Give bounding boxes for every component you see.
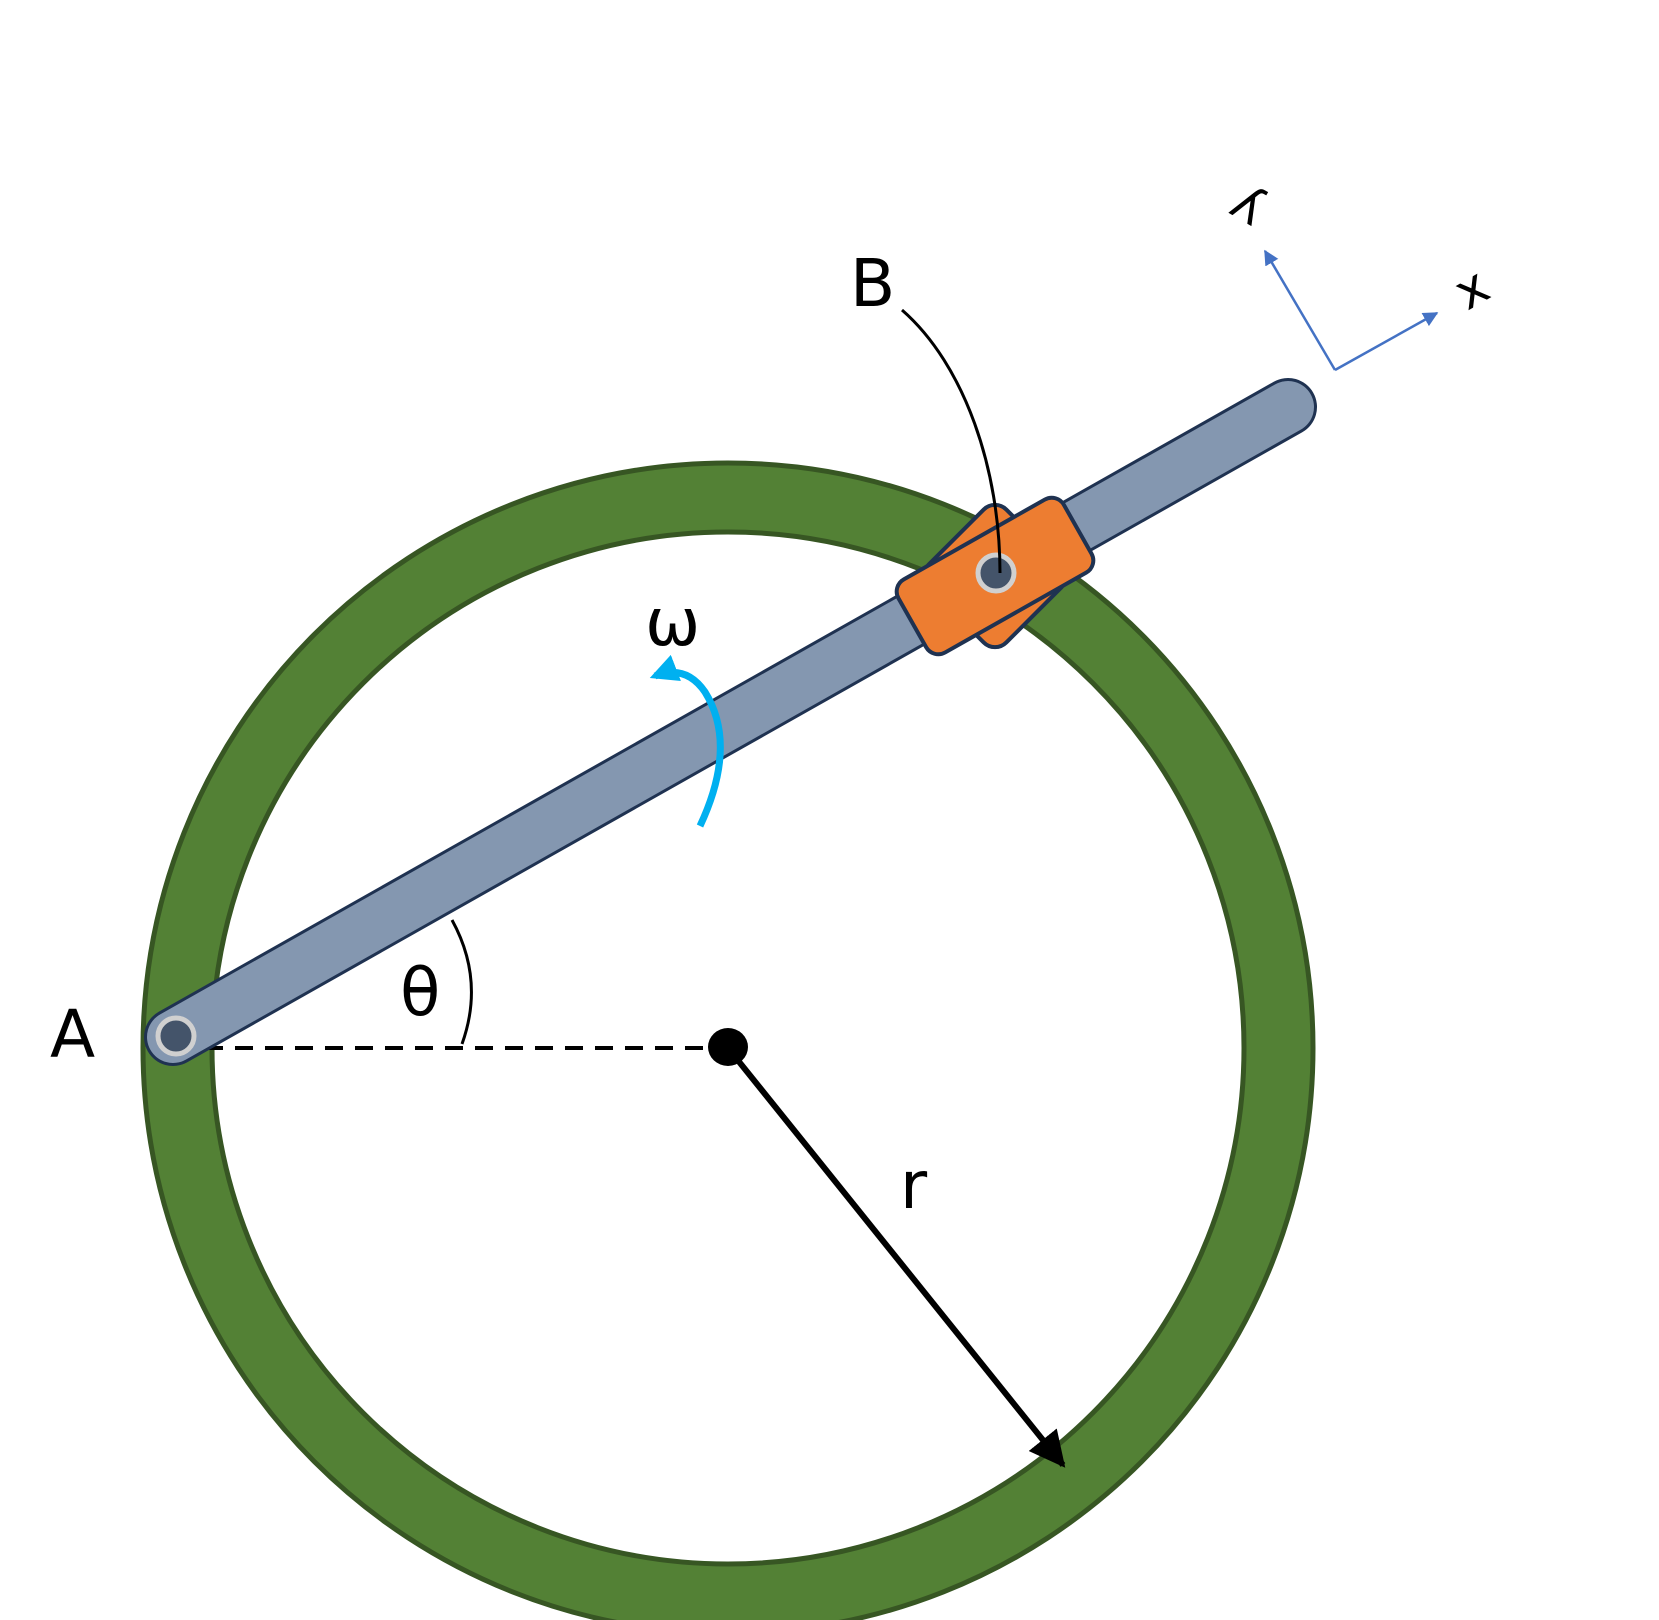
omega-rotation-arrow [649,654,724,828]
label-omega: ω [645,584,700,661]
label-axis-x: x [1444,256,1499,321]
rod [147,381,1314,1063]
label-b-leader-line [901,308,1002,574]
x-axis-arrow [1334,311,1439,372]
theta-angle-arc [450,919,473,1045]
y-axis-arrow [1263,249,1337,371]
pin-b [975,552,1017,594]
pin-a [155,1015,197,1057]
label-radius: r [900,1147,928,1224]
label-theta: θ [400,954,440,1031]
label-axis-y: y [1218,178,1273,243]
radius-arrow [725,1046,1066,1468]
center-point [708,1028,748,1066]
label-point-b: B [850,245,895,322]
label-point-a: A [50,996,95,1073]
